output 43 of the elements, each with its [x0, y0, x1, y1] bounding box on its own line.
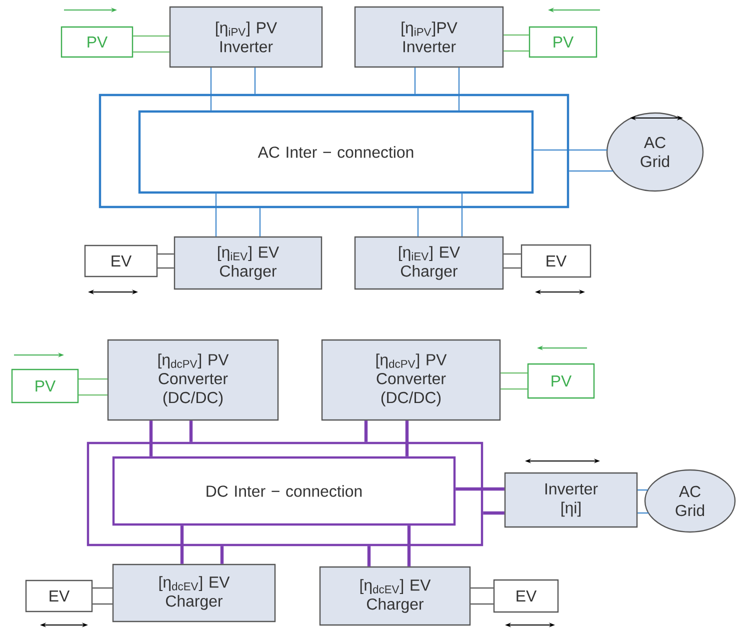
connector-line	[149, 420, 153, 456]
interconnection-box: DC Inter − connection	[112, 456, 456, 526]
connector-line	[189, 420, 193, 442]
bus-ring	[98, 94, 570, 208]
connector-line	[414, 67, 416, 94]
converter-box: [η$_{dcPV}$] PV Converter (DC/DC)	[321, 339, 501, 421]
interconnection-box: AC Inter − connection	[138, 110, 534, 194]
converter-box: Inverter [ηi]	[504, 472, 638, 528]
connector-line	[500, 372, 528, 374]
connector-line	[180, 526, 184, 564]
connector-line	[500, 388, 528, 390]
connector-line	[405, 420, 409, 456]
connector-line	[367, 546, 371, 566]
ev-box: EV	[84, 244, 158, 278]
ev-box: EV	[520, 244, 592, 278]
pv-box: PV	[60, 26, 134, 58]
pv-box: PV	[527, 363, 595, 399]
converter-box: [η$_{dcEV}$] EV Charger	[112, 564, 276, 622]
connector-line	[483, 511, 504, 515]
connector-line	[503, 50, 530, 52]
connector-line	[220, 546, 224, 564]
connector-line	[503, 34, 530, 36]
connector-line	[407, 526, 411, 566]
pv-box: PV	[11, 368, 79, 404]
ev-box: EV	[493, 579, 559, 613]
connector-line	[456, 487, 504, 491]
converter-box: [η$_{iEV}$] EV Charger	[174, 236, 322, 290]
converter-box: [η$_{iEV}$] EV Charger	[354, 236, 504, 290]
connector-line	[78, 394, 108, 396]
connector-line	[364, 420, 368, 442]
connector-line	[78, 378, 108, 380]
converter-box: [η$_{iPV}$]PV Inverter	[354, 6, 504, 68]
connector-line	[458, 67, 460, 111]
connector-line	[568, 170, 614, 172]
converter-box: [η$_{dcPV}$] PV Converter (DC/DC)	[107, 339, 279, 421]
connector-line	[637, 512, 650, 514]
converter-box: [η$_{iPV}$] PV Inverter	[169, 6, 323, 68]
connector-line	[210, 67, 212, 111]
pv-box: PV	[528, 26, 598, 58]
connector-line	[254, 67, 256, 94]
bus-ring	[86, 442, 484, 546]
ev-box: EV	[25, 580, 93, 612]
converter-box: [η$_{dcEV}$] EV Charger	[319, 566, 471, 626]
